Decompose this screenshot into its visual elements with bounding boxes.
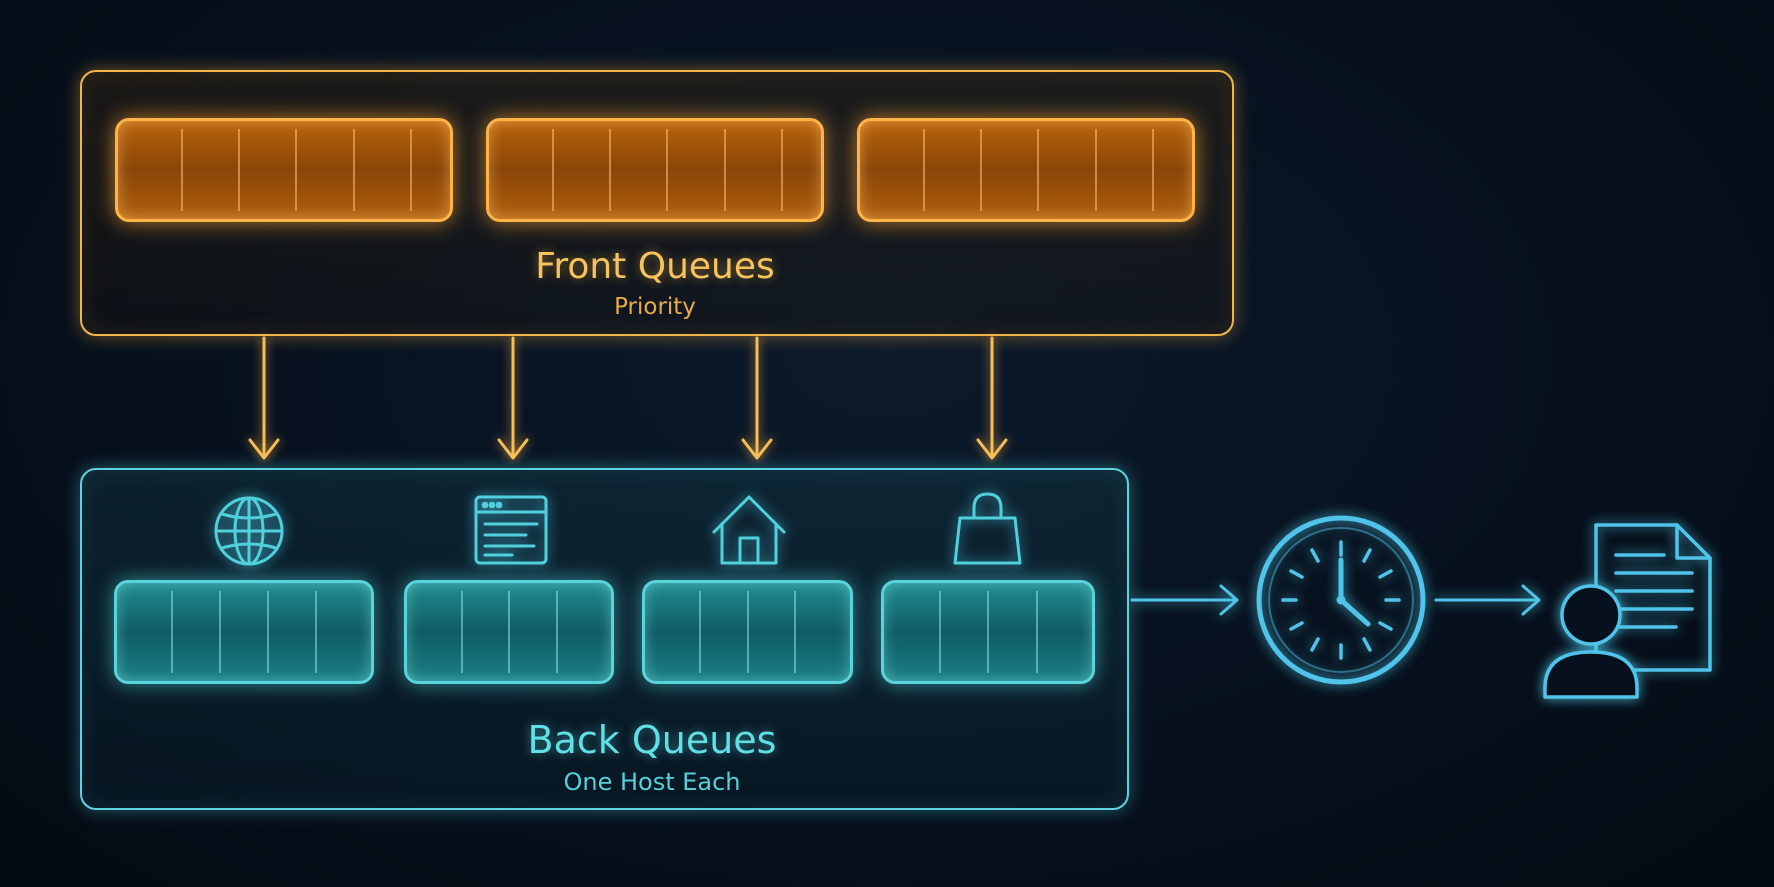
back-queue-3 (642, 580, 853, 684)
front-queue-3 (857, 118, 1195, 222)
back-queue-4 (881, 580, 1095, 684)
back-queue-2 (404, 580, 614, 684)
arrow-right-to-user (1434, 584, 1541, 616)
front-queue-1 (115, 118, 453, 222)
front-queues-subtitle: Priority (614, 294, 696, 320)
arrow-down-2 (497, 336, 529, 460)
clock-icon (1256, 515, 1426, 685)
front-queues-title: Front Queues (535, 246, 775, 287)
back-queue-1 (114, 580, 374, 684)
back-queues-title: Back Queues (527, 718, 777, 762)
arrow-down-4 (976, 336, 1008, 460)
front-queue-2 (486, 118, 824, 222)
arrow-down-3 (741, 336, 773, 460)
arrow-right-to-clock (1130, 584, 1239, 616)
arrow-down-1 (248, 336, 280, 460)
back-queues-subtitle: One Host Each (563, 768, 741, 796)
user-document-icon (1543, 523, 1712, 699)
